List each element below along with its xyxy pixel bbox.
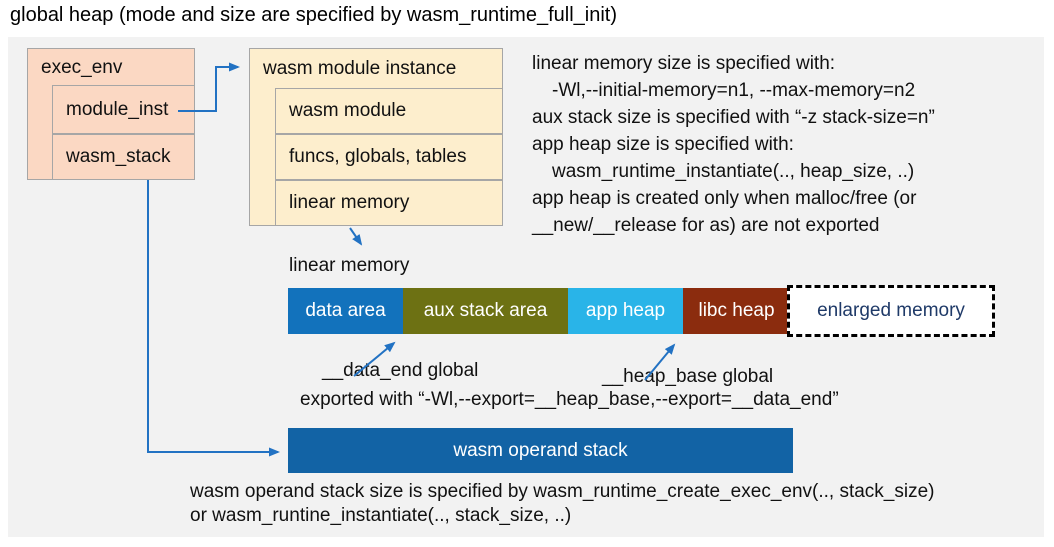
module-inst-box: module_inst bbox=[52, 85, 195, 134]
wasm-operand-stack-bar: wasm operand stack bbox=[288, 428, 793, 473]
diagram-title: global heap (mode and size are specified… bbox=[10, 4, 617, 26]
note-line: wasm_runtime_instantiate(.., heap_size, … bbox=[552, 161, 915, 182]
note-line: -Wl,--initial-memory=n1, --max-memory=n2 bbox=[552, 80, 916, 101]
linear-memory-label: linear memory bbox=[289, 255, 410, 276]
funcs-globals-tables-label: funcs, globals, tables bbox=[289, 146, 467, 167]
operand-stack-notes: wasm operand stack size is specified by … bbox=[190, 480, 1040, 528]
note-line: aux stack size is specified with “-z sta… bbox=[532, 107, 935, 128]
note-line: linear memory size is specified with: bbox=[532, 53, 836, 74]
wasm-stack-box: wasm_stack bbox=[52, 134, 195, 180]
note-line: app heap size is specified with: bbox=[532, 134, 794, 155]
operand-note-line: wasm operand stack size is specified by … bbox=[190, 481, 935, 502]
wasm-module-label: wasm module bbox=[289, 100, 407, 121]
memory-size-notes: linear memory size is specified with: -W… bbox=[532, 50, 1044, 239]
exec-env-header: exec_env bbox=[41, 56, 123, 78]
note-line: app heap is created only when malloc/fre… bbox=[532, 188, 917, 209]
note-line: __new/__release for as) are not exported bbox=[532, 215, 880, 236]
heap-base-global-label: __heap_base global bbox=[602, 366, 774, 387]
data-end-global-label: __data_end global bbox=[322, 360, 479, 381]
linear-memory-row-label: linear memory bbox=[289, 192, 410, 213]
linear-memory-row-box: linear memory bbox=[275, 180, 503, 226]
wasm-stack-label: wasm_stack bbox=[66, 146, 171, 167]
segment-libc-heap: libc heap bbox=[683, 288, 790, 334]
segment-aux-stack-area: aux stack area bbox=[403, 288, 568, 334]
segment-app-heap: app heap bbox=[568, 288, 683, 334]
funcs-globals-tables-box: funcs, globals, tables bbox=[275, 134, 503, 180]
module-instance-header: wasm module instance bbox=[263, 58, 457, 79]
segment-enlarged-memory: enlarged memory bbox=[787, 285, 995, 337]
segment-data-area: data area bbox=[288, 288, 403, 334]
module-inst-label: module_inst bbox=[66, 98, 169, 120]
wasm-module-box: wasm module bbox=[275, 88, 503, 134]
operand-note-line: or wasm_runtine_instantiate(.., stack_si… bbox=[190, 505, 572, 526]
exported-with-label: exported with “-Wl,--export=__heap_base,… bbox=[300, 389, 839, 410]
